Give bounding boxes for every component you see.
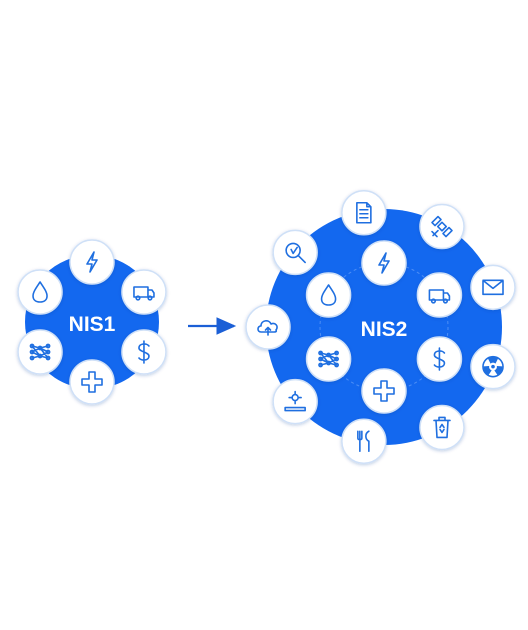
truck-icon (428, 289, 451, 304)
water-drop-icon (32, 281, 48, 303)
document-icon (356, 201, 372, 224)
dollar-icon (433, 347, 446, 371)
dollar-icon (138, 340, 150, 364)
nis1-label: NIS1 (69, 313, 116, 336)
nis2-inner-node-lightning (361, 240, 407, 286)
lightning-icon (86, 251, 98, 273)
health-cross-icon (373, 380, 395, 402)
food-icon (357, 430, 370, 453)
nis2-outer-node-research-circle (272, 229, 318, 276)
factory-icon (284, 390, 306, 412)
nis1-node-water-drop (17, 269, 63, 315)
nis1-node-dollar (121, 329, 167, 375)
nis1-node-health-cross-circle (69, 359, 115, 405)
nis2-outer-node-food (341, 418, 387, 464)
satellite-icon (431, 215, 453, 238)
nis2-inner-node-health-cross-circle (361, 368, 407, 414)
nis1-cluster: NIS1 (17, 239, 167, 405)
nis2-outer-node-satellite-circle (419, 203, 465, 250)
nis2-outer-node-factory (272, 378, 318, 425)
nis2-inner-node-dollar (416, 336, 463, 382)
nis2-outer-node-food-circle (341, 418, 387, 464)
nis1-node-health-cross (69, 359, 115, 405)
nis2-outer-node-document-circle (341, 190, 387, 236)
nis2-inner-node-truck-circle (416, 272, 463, 318)
nis1-node-water-drop-circle (17, 269, 63, 315)
nis2-inner-node-truck (416, 272, 463, 318)
nis2-outer-node-cloud (245, 304, 291, 350)
research-icon (285, 242, 306, 264)
radiation-icon (482, 355, 504, 378)
nis2-outer-node-document (341, 190, 387, 236)
nis2-outer-node-radiation (470, 343, 516, 390)
nis2-inner-node-lightning-circle (361, 240, 407, 286)
nis2-outer-node-recycle-bin (419, 404, 465, 451)
nis2-cluster: NIS2 (245, 190, 516, 464)
network-icon (318, 350, 339, 368)
lightning-icon (378, 252, 390, 274)
nis1-node-lightning-circle (69, 239, 115, 285)
network-icon (29, 343, 51, 361)
nis2-outer-node-mail (470, 264, 516, 311)
nis1-node-truck-circle (121, 269, 167, 315)
nis2-outer-node-research (272, 229, 318, 276)
health-cross-icon (81, 371, 103, 393)
nis2-inner-node-network (305, 336, 352, 382)
mail-icon (482, 279, 504, 296)
nis2-core (266, 209, 502, 445)
water-drop-icon (320, 284, 337, 306)
nis2-inner-node-health-cross (361, 368, 407, 414)
nis2-inner-node-water-drop (305, 272, 352, 318)
nis1-node-lightning (69, 239, 115, 285)
nis1-node-truck (121, 269, 167, 315)
truck-icon (133, 286, 155, 301)
nis2-label: NIS2 (361, 318, 408, 341)
nis2-inner-node-water-drop-circle (305, 272, 352, 318)
nis1-node-network-circle (17, 329, 63, 375)
nis1-node-network (17, 329, 63, 375)
nis2-outer-node-satellite (419, 203, 465, 250)
nis2-outer-node-recycle-bin-circle (419, 404, 465, 451)
cloud-icon (257, 320, 278, 336)
nis2-inner-node-network-circle (305, 336, 352, 382)
recycle-bin-icon (433, 416, 451, 439)
